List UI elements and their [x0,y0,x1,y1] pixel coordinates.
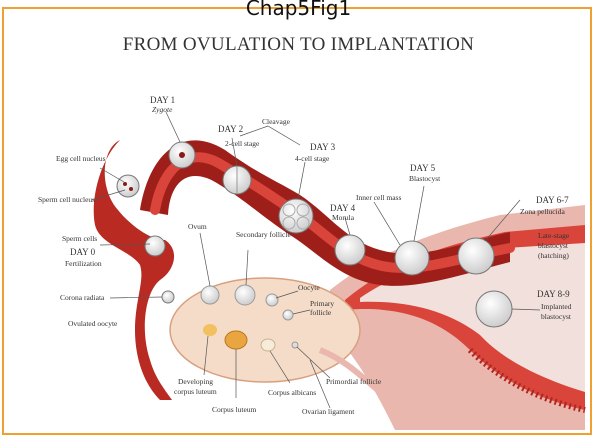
label-primary-follicle-2: follicle [310,308,332,317]
label-sperm-cells: Sperm cells [62,234,97,243]
label-developing-cl-1: Developing [178,377,213,386]
label-corona-radiata: Corona radiata [60,293,105,302]
label-late-stage-2: blastocyst [538,241,569,250]
label-oocyte: Oocyte [298,283,320,292]
label-day89: DAY 8-9 [537,289,570,299]
late-stage-blastocyst [458,238,494,274]
corpus-luteum [225,331,247,349]
label-ovum: Ovum [188,222,207,231]
secondary-follicle [235,285,255,305]
label-cleavage: Cleavage [262,117,291,126]
label-fertilization: Fertilization [65,259,102,268]
blastocyst [395,241,429,275]
sperm-nucleus-dot [129,187,133,191]
label-sperm-nucleus: Sperm cell nucleus [38,195,95,204]
label-primordial-follicle: Primordial follicle [326,377,382,386]
label-blastocyst: Blastocyst [409,174,441,183]
label-zygote: Zygote [152,105,173,114]
label-day67: DAY 6-7 [536,195,569,205]
label-egg-nucleus: Egg cell nucleus [56,154,106,163]
label-corpus-luteum: Corpus luteum [212,405,257,414]
corpus-albicans [261,339,275,351]
label-primary-follicle-1: Primary [310,299,334,308]
label-two-cell: 2-cell stage [225,139,260,148]
label-corpus-albicans: Corpus albicans [268,388,316,397]
developing-corpus-luteum [203,324,217,336]
label-implanted-1: Implanted [541,302,572,311]
fertilization-cell [145,236,165,256]
label-zona-pellucida: Zona pellucida [520,207,565,216]
label-day2: DAY 2 [218,124,243,134]
label-day3: DAY 3 [310,142,336,152]
implanted-blastocyst [476,291,512,327]
ovum [201,286,219,304]
label-day1: DAY 1 [150,95,175,105]
primary-follicle [283,310,293,320]
four-cell-stage [279,199,313,233]
label-ovulated-oocyte: Ovulated oocyte [68,319,118,328]
label-day4: DAY 4 [330,203,356,213]
label-developing-cl-2: corpus luteum [174,387,217,396]
label-ovarian-ligament: Ovarian ligament [302,407,355,416]
zygote-nucleus [179,152,185,158]
label-late-stage-1: Late-stage [538,231,570,240]
label-four-cell: 4-cell stage [295,154,330,163]
label-secondary-follicle-1: Secondary follicle [236,230,291,239]
egg-nucleus-dot [123,182,127,186]
egg-with-sperm-nucleus [117,175,139,197]
label-day0: DAY 0 [70,247,96,257]
label-morula: Morula [332,213,355,222]
ovulated-oocyte [162,291,174,303]
ovary [170,278,360,382]
morula [335,235,365,265]
oocyte [266,294,278,306]
label-late-stage-3: (hatching) [538,251,569,260]
label-day5: DAY 5 [410,163,436,173]
label-implanted-2: blastocyst [541,312,572,321]
label-inner-cell-mass: Inner cell mass [356,193,401,202]
